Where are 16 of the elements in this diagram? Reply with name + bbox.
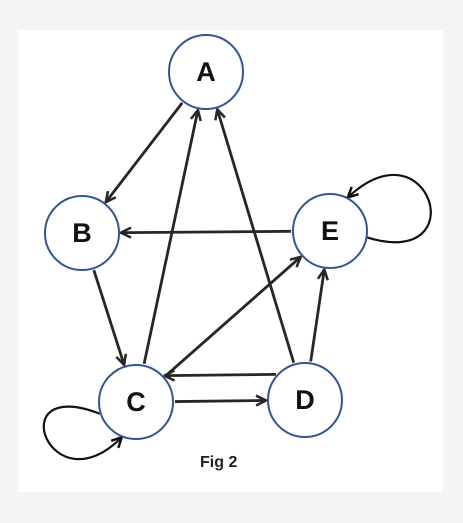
- node-label: C: [126, 386, 146, 419]
- arrow: [142, 108, 202, 364]
- caption: Fig 2: [200, 453, 238, 473]
- arrow: [104, 102, 184, 204]
- arrow: [214, 108, 296, 364]
- arrow: [346, 174, 432, 244]
- node-label: E: [320, 214, 339, 248]
- node-label: A: [196, 56, 216, 89]
- arrow: [163, 369, 276, 382]
- arrow: [120, 226, 292, 239]
- arrow: [174, 394, 268, 407]
- node-label: B: [72, 216, 92, 250]
- node-label: D: [295, 384, 315, 417]
- arrow: [42, 406, 124, 460]
- arrow: [309, 268, 330, 362]
- arrow: [92, 270, 128, 366]
